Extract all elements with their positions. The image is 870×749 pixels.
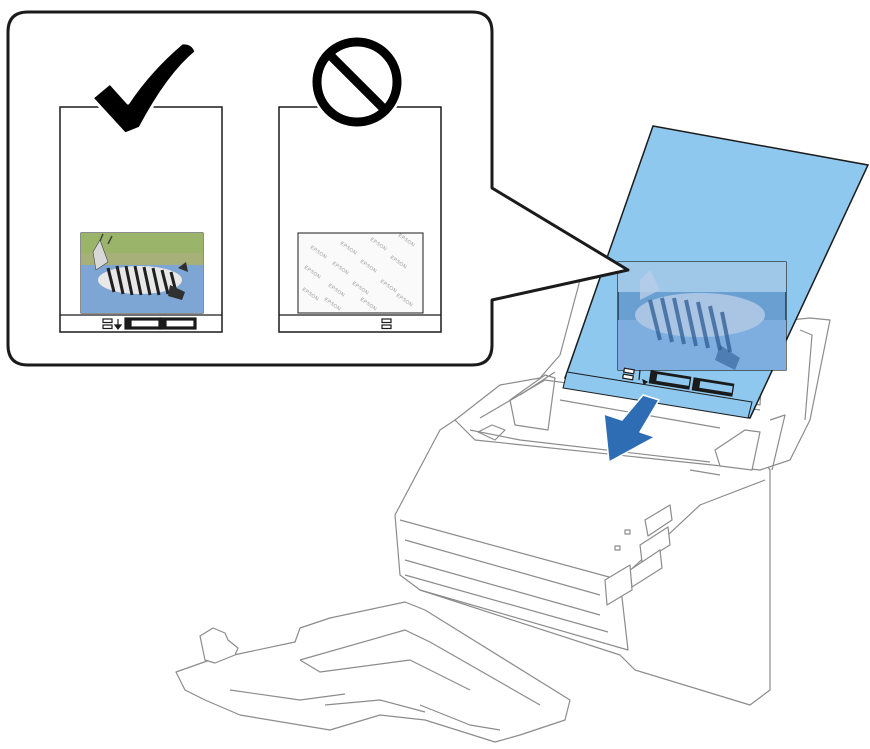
status-light-1 bbox=[625, 530, 630, 534]
zebra-photo bbox=[81, 233, 203, 313]
carrier-sheet-photo bbox=[618, 262, 786, 370]
output-tray bbox=[176, 602, 570, 742]
prohibited-icon bbox=[313, 38, 401, 126]
status-light-2 bbox=[615, 546, 620, 550]
callout-bubble: EPSON EPSON EPSON EPSON EPSON EPSON EPSO… bbox=[8, 12, 628, 365]
